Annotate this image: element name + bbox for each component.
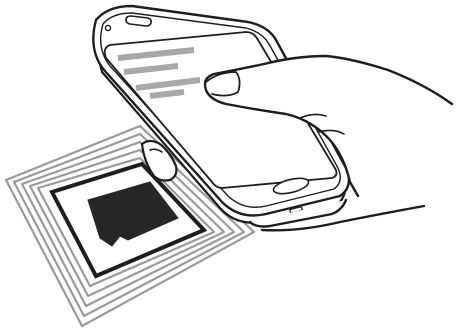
phone-front-camera xyxy=(105,25,110,30)
screen-text-line-4 xyxy=(150,92,184,96)
